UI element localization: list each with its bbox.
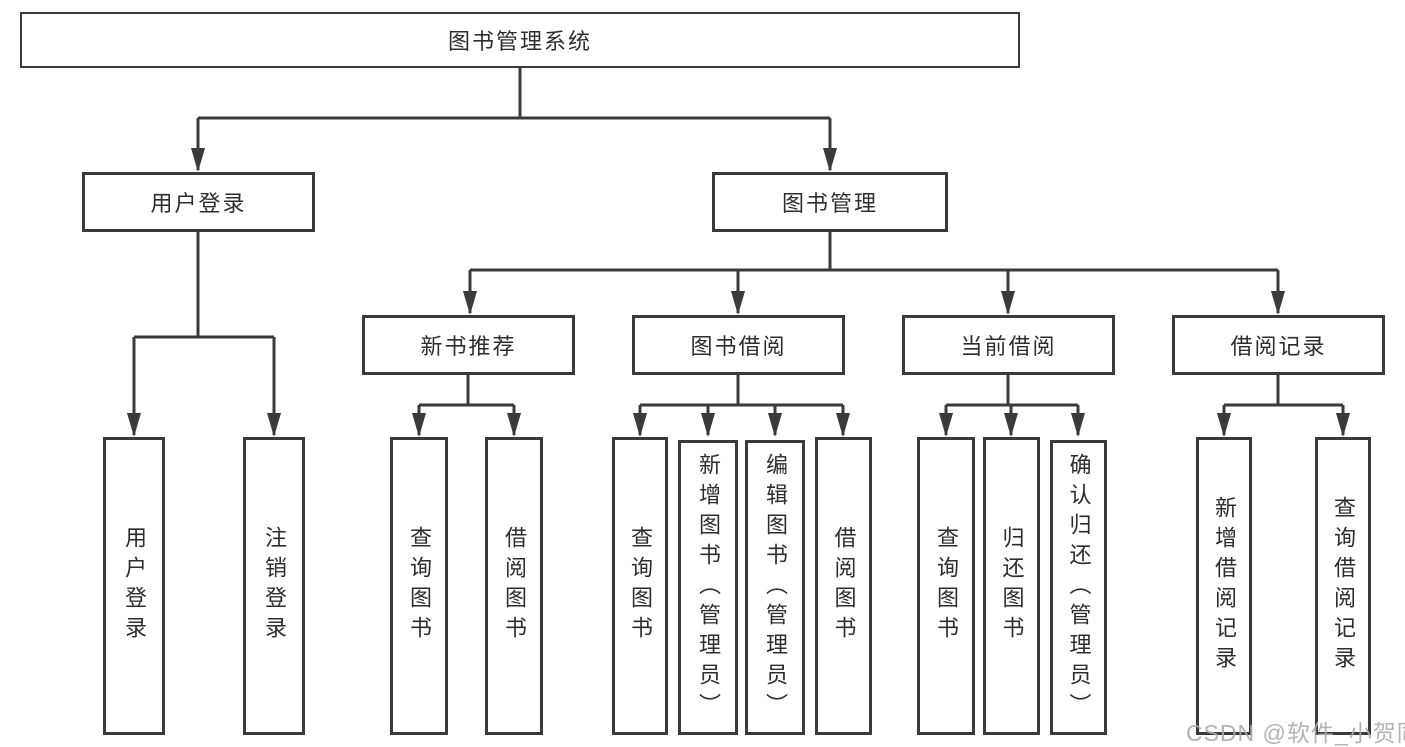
node-book-management-label: 图书管理 bbox=[781, 191, 878, 216]
node-book-borrow-label: 图书借阅 bbox=[690, 334, 787, 359]
node-book-borrow: 图书借阅 bbox=[632, 315, 845, 375]
leaf-user-login-label: 用户登录 bbox=[122, 526, 147, 646]
node-root: 图书管理系统 bbox=[20, 12, 1020, 68]
rail-borrow-to-leaves bbox=[640, 373, 843, 407]
node-borrow-record: 借阅记录 bbox=[1172, 315, 1385, 375]
leaf-nb-borrow-books: 借阅图书 bbox=[485, 437, 543, 735]
leaf-bw-query-books: 查询图书 bbox=[612, 437, 668, 735]
leaf-rec-query-record-label: 查询借阅记录 bbox=[1331, 496, 1356, 676]
leaf-cur-return-books: 归还图书 bbox=[983, 437, 1040, 735]
node-root-label: 图书管理系统 bbox=[447, 29, 592, 54]
rail-current-to-leaves bbox=[946, 373, 1078, 407]
leaf-bw-add-books-admin: 新增图书（管理员） bbox=[678, 440, 738, 735]
leaf-bw-borrow-books: 借阅图书 bbox=[815, 437, 872, 735]
leaf-rec-add-record-label: 新增借阅记录 bbox=[1212, 496, 1237, 676]
rail-root-to-level2 bbox=[198, 66, 830, 120]
node-user-login: 用户登录 bbox=[82, 172, 315, 232]
leaf-cur-confirm-return-admin: 确认归还（管理员） bbox=[1050, 440, 1107, 735]
node-new-book-recommend: 新书推荐 bbox=[362, 315, 575, 375]
leaf-bw-borrow-books-label: 借阅图书 bbox=[831, 526, 857, 646]
leaf-rec-add-record: 新增借阅记录 bbox=[1196, 437, 1252, 735]
leaf-cur-return-books-label: 归还图书 bbox=[999, 526, 1025, 646]
leaf-user-login: 用户登录 bbox=[103, 437, 165, 735]
node-user-login-label: 用户登录 bbox=[150, 191, 247, 216]
leaf-nb-borrow-books-label: 借阅图书 bbox=[502, 526, 527, 646]
node-current-borrow-label: 当前借阅 bbox=[960, 334, 1057, 359]
rail-newbook-to-leaves bbox=[419, 373, 514, 407]
node-current-borrow: 当前借阅 bbox=[902, 315, 1115, 375]
rail-userlogin-to-leaves bbox=[134, 230, 274, 339]
leaf-cur-confirm-return-admin-label: 确认归还（管理员） bbox=[1066, 452, 1092, 723]
rail-record-to-leaves bbox=[1224, 373, 1343, 407]
leaf-bw-add-books-admin-label: 新增图书（管理员） bbox=[696, 452, 721, 723]
leaf-logout-label: 注销登录 bbox=[262, 526, 287, 646]
leaf-nb-query-books-label: 查询图书 bbox=[407, 526, 432, 646]
node-new-book-recommend-label: 新书推荐 bbox=[420, 334, 517, 359]
node-book-management: 图书管理 bbox=[712, 172, 948, 232]
leaf-bw-edit-books-admin-label: 编辑图书（管理员） bbox=[763, 452, 788, 723]
leaf-logout: 注销登录 bbox=[243, 437, 305, 735]
rail-bookmgmt-to-level3 bbox=[470, 230, 1278, 272]
leaf-cur-query-books-label: 查询图书 bbox=[934, 526, 959, 646]
leaf-nb-query-books: 查询图书 bbox=[390, 437, 448, 735]
node-borrow-record-label: 借阅记录 bbox=[1230, 334, 1327, 359]
leaf-bw-query-books-label: 查询图书 bbox=[628, 526, 653, 646]
leaf-rec-query-record: 查询借阅记录 bbox=[1315, 437, 1371, 735]
leaf-cur-query-books: 查询图书 bbox=[917, 437, 975, 735]
leaf-bw-edit-books-admin: 编辑图书（管理员） bbox=[745, 440, 805, 735]
